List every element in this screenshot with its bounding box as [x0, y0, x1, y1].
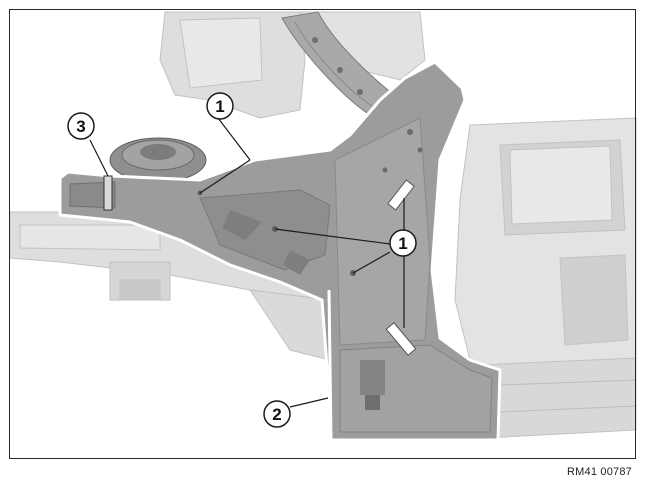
leader-1-right-b	[352, 251, 391, 274]
cut-marker-lower	[385, 322, 417, 356]
figure-reference-code: RM41 00787	[567, 466, 632, 478]
svg-text:1: 1	[398, 234, 407, 253]
highlighted-side-member	[58, 60, 502, 442]
leader-1-top	[217, 117, 251, 161]
callout-2: 2	[263, 400, 291, 428]
leader-1-right-a	[274, 228, 391, 245]
svg-text:3: 3	[76, 117, 85, 136]
seam-bar	[103, 175, 113, 211]
leader-2	[289, 397, 329, 408]
callout-1-top: 1	[206, 92, 234, 120]
callout-3: 3	[67, 112, 95, 140]
callout-1-right: 1	[389, 229, 417, 257]
svg-text:1: 1	[215, 97, 224, 116]
strut-mount-dome	[109, 137, 207, 183]
background-structure	[9, 11, 637, 439]
cut-marker-upper	[387, 179, 415, 211]
callout-leaders	[89, 117, 405, 408]
leader-1-top-b	[199, 159, 251, 194]
leader-3	[89, 139, 109, 177]
svg-text:2: 2	[272, 405, 281, 424]
